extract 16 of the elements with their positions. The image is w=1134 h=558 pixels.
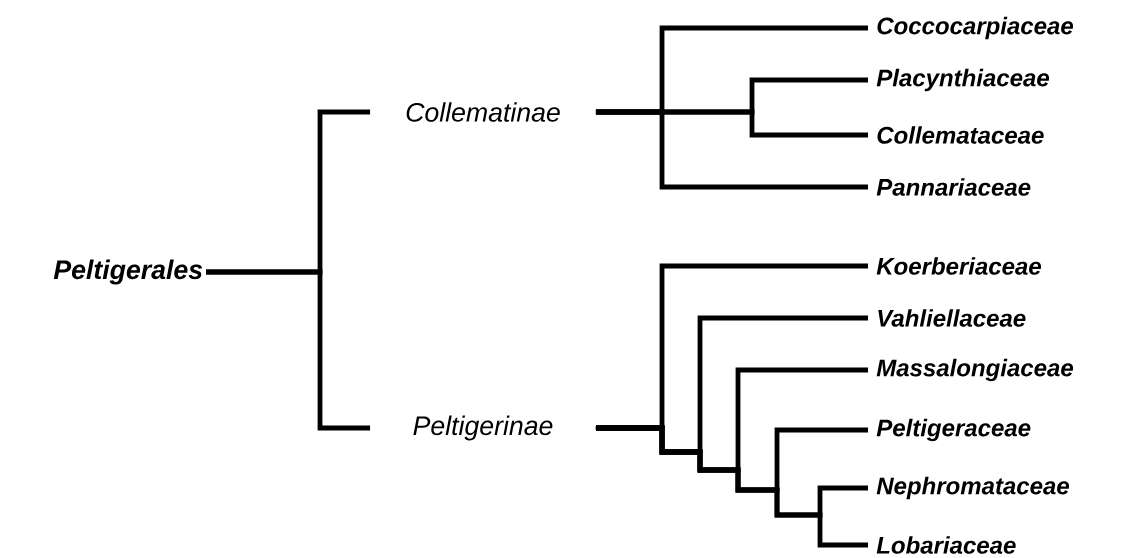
taxon-label: Peltigerinae [413,415,553,441]
taxon-label: Coccocarpiaceae [877,16,1074,40]
taxon-label: Lobariaceae [876,536,1016,554]
taxon-label: Collemataceae [877,126,1044,144]
branch-line [206,269,371,431]
taxon-label: Nephromataceae [876,476,1069,500]
taxon-label: Pannariaceae [876,178,1031,196]
taxon-label: Peltigerales [53,259,203,285]
taxon-label: Collematinae [406,102,560,122]
taxon-label: Vahliellaceae [878,309,1026,327]
taxon-label: Placynthiaceae [876,68,1050,92]
branch-line [595,425,868,548]
taxon-label: Koerberiaceae [876,257,1042,275]
taxon-label: Massalongiaceae [876,358,1074,382]
taxon-label: Peltigeraceae [876,418,1031,442]
branch-line [595,109,868,190]
